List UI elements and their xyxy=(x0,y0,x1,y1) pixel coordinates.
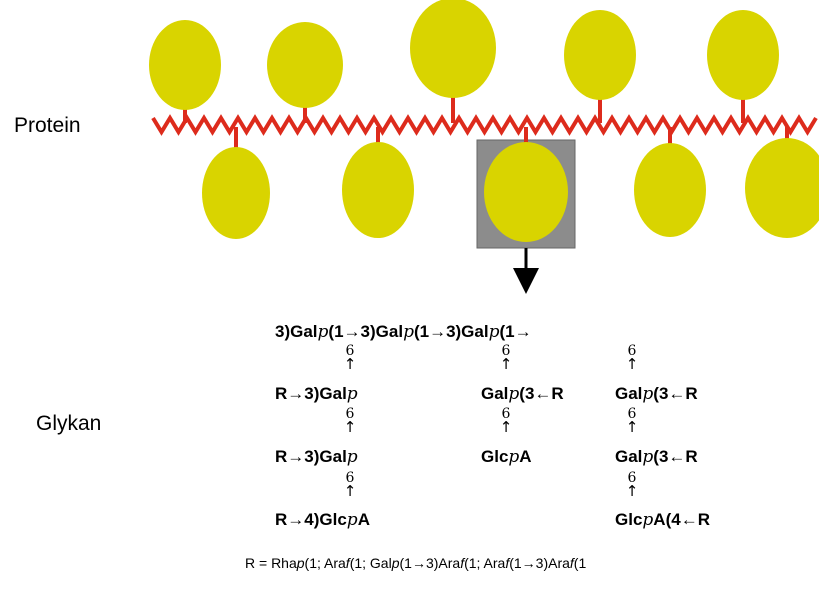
glycan-blob xyxy=(634,143,706,237)
glycan-branch-col3-row4: GlcpA(4←R xyxy=(615,510,710,530)
glycan-blob xyxy=(202,147,270,239)
glycan-branch-col1-row3: R→3)Galp xyxy=(275,447,358,467)
linkage-6: 6↑ xyxy=(625,470,639,500)
linkage-6: 6↑ xyxy=(625,343,639,373)
protein-backbone xyxy=(151,114,818,136)
glycan-blob xyxy=(707,10,779,100)
glycan-branch-col3-row2: Galp(3←R xyxy=(615,384,698,404)
protein-label: Protein xyxy=(14,114,81,137)
glycan-blob xyxy=(745,138,819,238)
glycan-blob xyxy=(149,20,221,110)
linkage-6: 6↑ xyxy=(343,343,357,373)
glycan-blob xyxy=(342,142,414,238)
glycan-label: Glykan xyxy=(36,412,102,435)
r-group-legend: R = Rhap(1; Araf(1; Galp(1→3)Araf(1; Ara… xyxy=(245,555,587,571)
glycan-blob xyxy=(410,0,496,98)
glycan-branch-col2-row3: GlcpA xyxy=(481,447,532,467)
linkage-6: 6↑ xyxy=(343,470,357,500)
linkage-6: 6↑ xyxy=(499,406,513,436)
glycan-branch-col1-row2: R→3)Galp xyxy=(275,384,358,404)
glycan-blob xyxy=(267,22,343,108)
linkage-6: 6↑ xyxy=(499,343,513,373)
arrow-down-icon xyxy=(513,268,539,294)
glycan-branch-col2-row2: Galp(3←R xyxy=(481,384,564,404)
linkage-6: 6↑ xyxy=(343,406,357,436)
glycan-main-chain: 3)Galp(1→3)Galp(1→3)Galp(1→ xyxy=(275,322,532,342)
glycan-blob-group xyxy=(149,0,819,242)
glycan-branch-col3-row3: Galp(3←R xyxy=(615,447,698,467)
linkage-6: 6↑ xyxy=(625,406,639,436)
glycan-blob xyxy=(564,10,636,100)
glycan-branch-col1-row4: R→4)GlcpA xyxy=(275,510,370,530)
glycan-blob xyxy=(484,142,568,242)
